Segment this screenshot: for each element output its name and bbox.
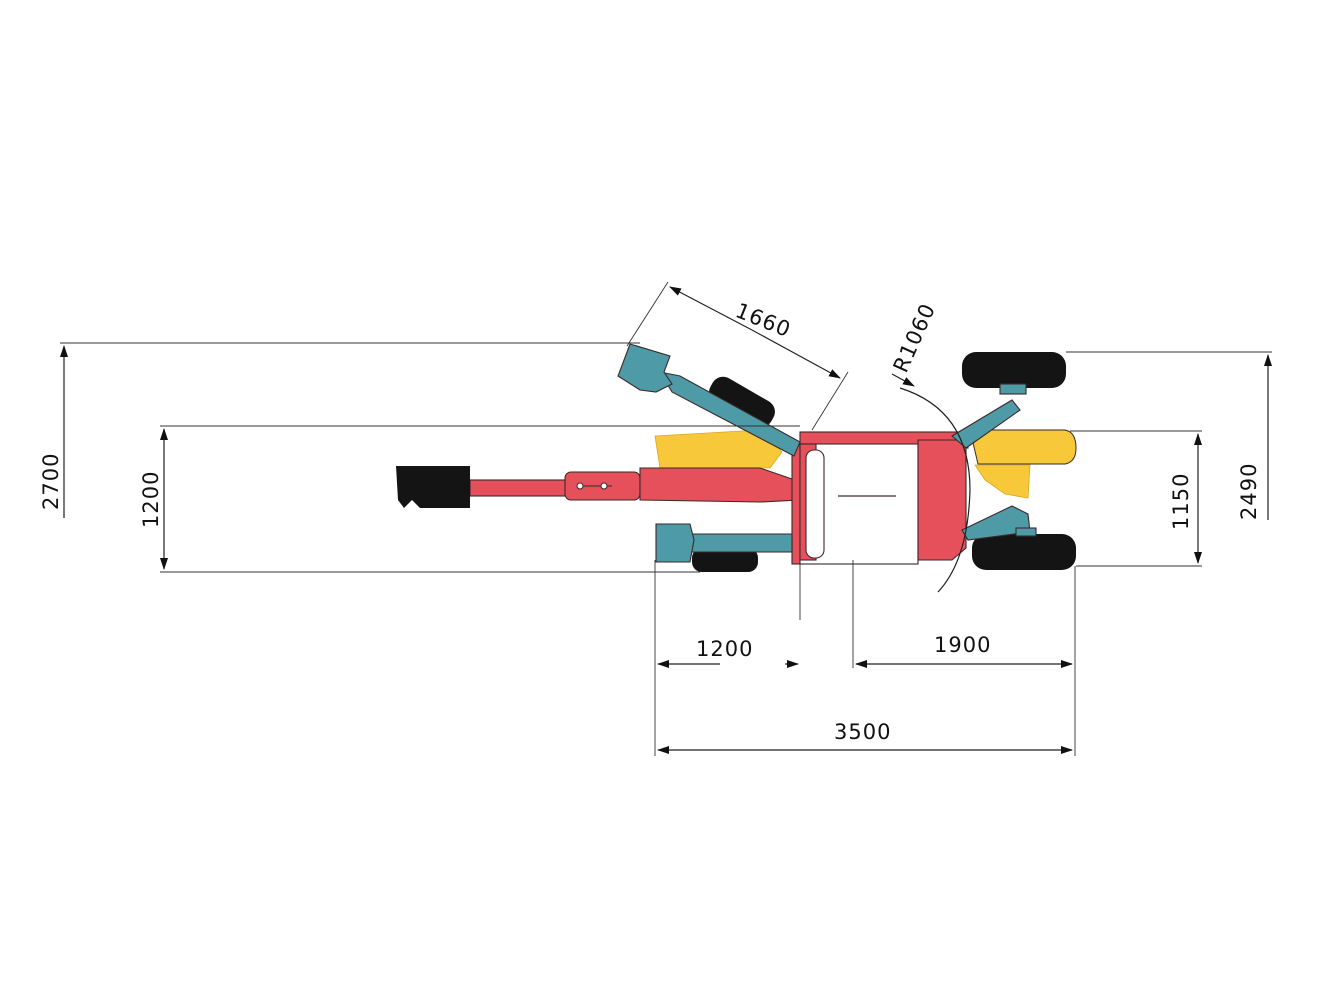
yellow-front-plate [969,429,1077,465]
chassis [791,431,969,565]
outrigger-upper-left-pad [617,343,673,393]
dim-total-length-label: 3500 [834,720,891,744]
dim-overall-width: 2700 [39,342,640,518]
outrigger-lower-left-arm [679,533,793,553]
boom-tip [469,479,571,497]
dim-rear-outer-width: 2490 [1066,351,1272,520]
dim-rear-inner-width-label: 1150 [1169,473,1193,530]
yellow-ghost-parts [654,429,1077,499]
bucket [396,466,470,508]
operator-window [805,449,825,559]
dim-total-length: 3500 [657,720,1073,754]
wheel-front-bottom [692,548,758,572]
outrigger-rear-upper-pivot [999,383,1027,395]
wheel-bottom-right [972,534,1076,570]
wheel-front-top [709,376,775,428]
dim-overall-width-label: 2700 [39,453,63,510]
outrigger-lower-left-pad [655,523,695,563]
outrigger-upper-left-arm [658,371,801,457]
dim-rear-outer-width-label: 2490 [1237,463,1261,520]
dim-front-offset-label: 1200 [696,637,753,661]
chassis-rear-block [917,439,967,561]
boom-base [639,467,801,503]
wheels [692,352,1076,572]
dim-rear-inner-width: 1150 [1070,430,1202,567]
dim-track-width-label: 1200 [139,471,163,528]
dim-turn-radius-label: R1060 [889,300,941,376]
yellow-rear-arm [974,464,1031,499]
turn-radius-arc [899,387,971,593]
yellow-arm-left [654,429,783,469]
wheel-top-right [962,352,1066,388]
dim-front-offset: 1200 [654,560,801,756]
outriggers [617,343,1037,563]
outrigger-rear-lower-arm [961,505,1031,541]
outrigger-rear-upper-arm [951,399,1021,449]
boom-assembly [396,466,801,508]
dim-rear-length: 1900 [852,560,1076,756]
dim-rear-length-label: 1900 [934,633,991,657]
outrigger-rear-lower-pivot [1015,527,1037,537]
turn-radius-leader [891,373,915,387]
dim-track-width: 1200 [139,425,800,573]
